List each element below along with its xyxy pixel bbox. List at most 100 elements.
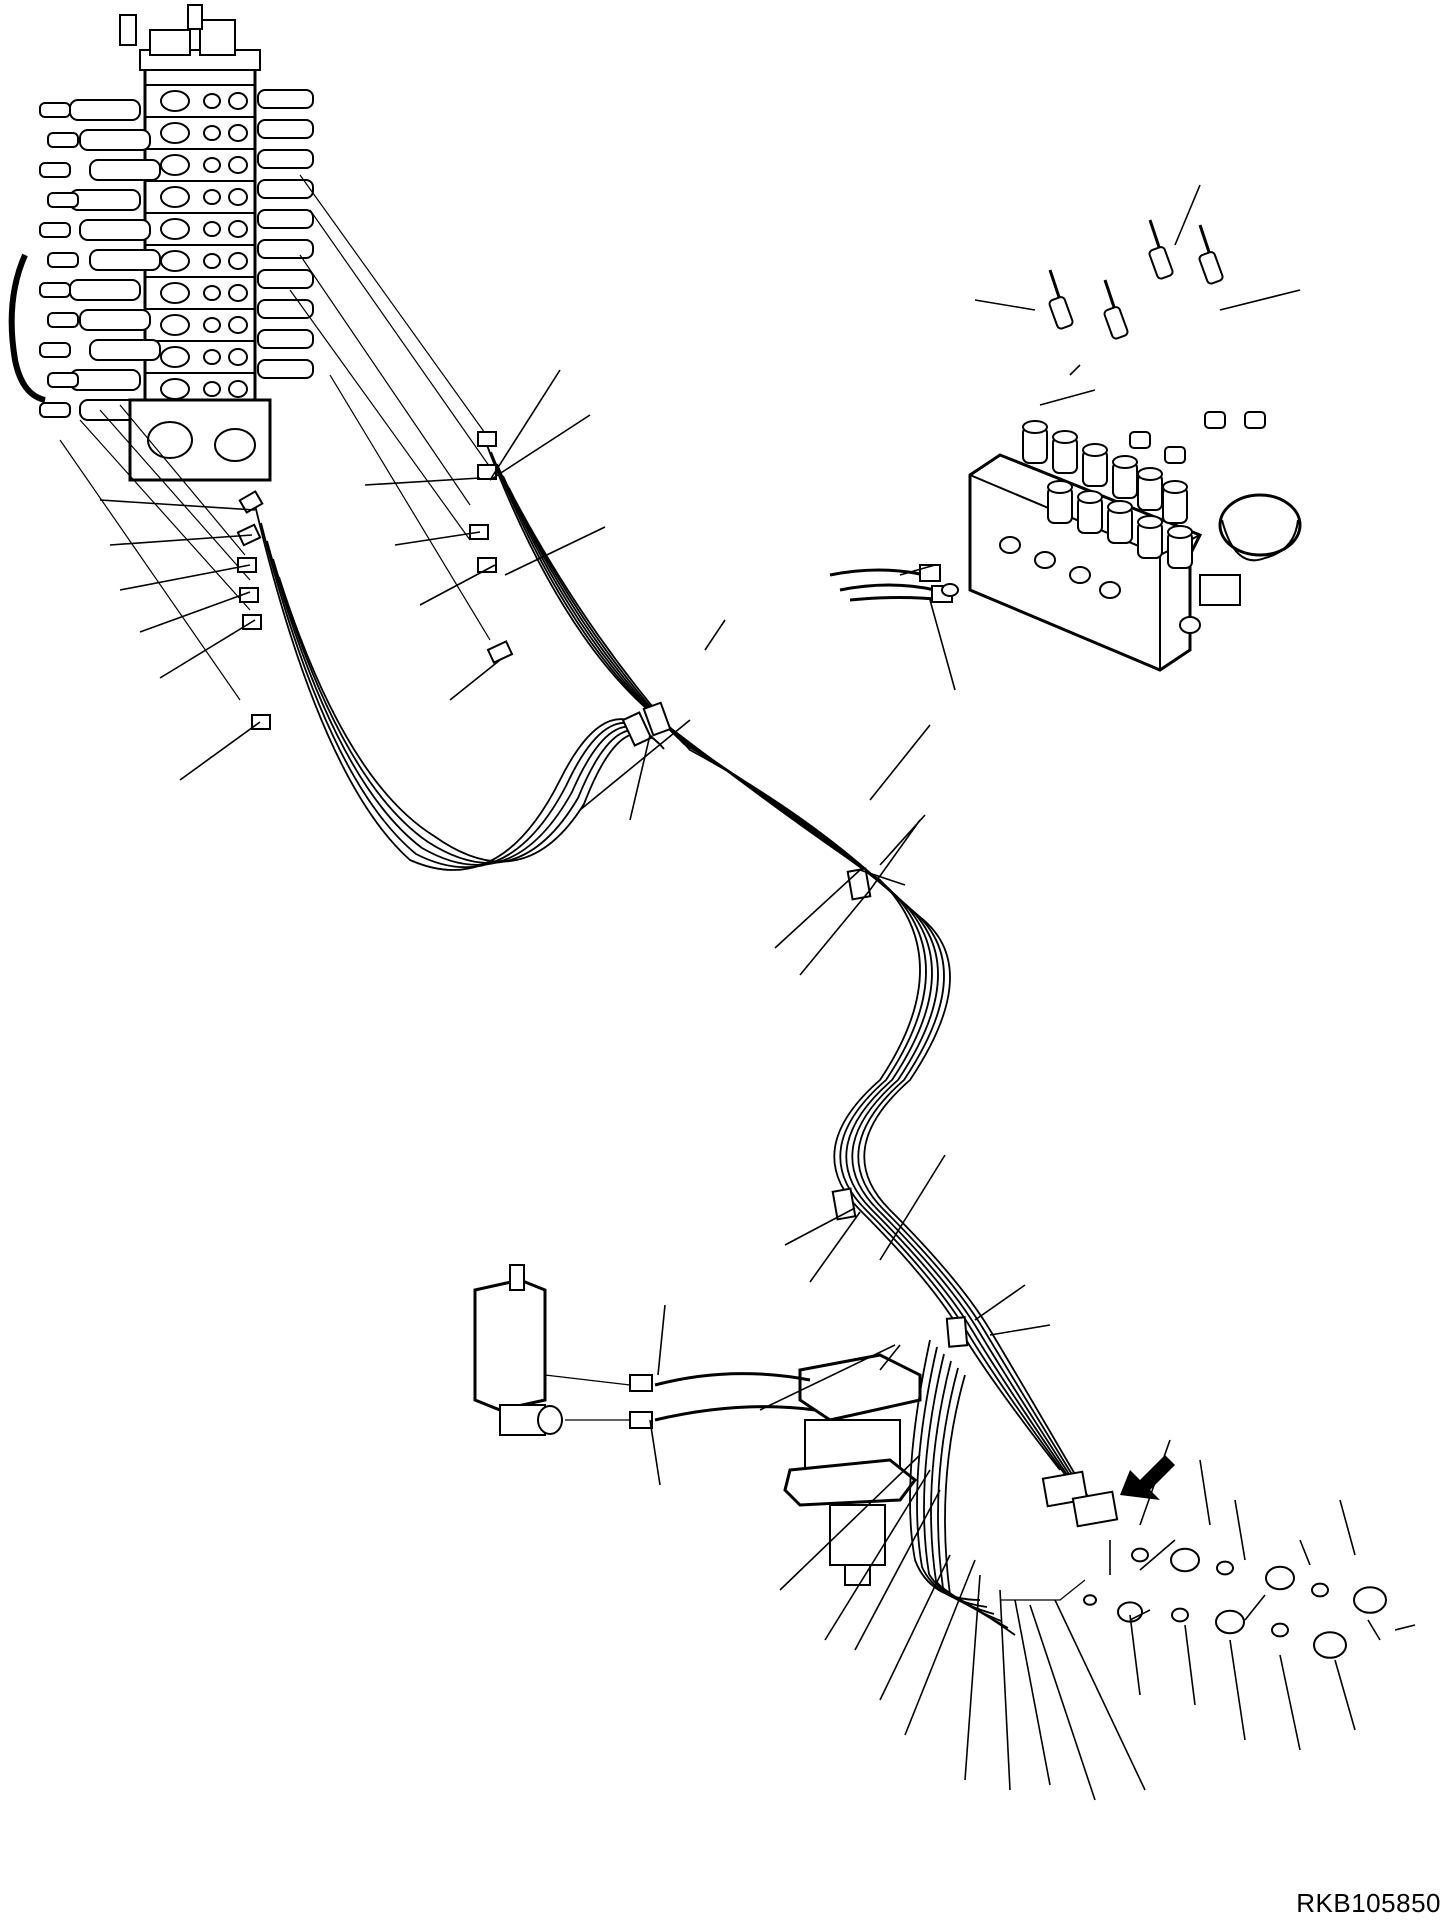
leader-line [999,1589,1011,1791]
valve-port [160,378,190,400]
valve-side-fitting [257,179,314,199]
leader-line [449,659,501,701]
valve-side-fitting [89,339,161,361]
leader-line [904,1559,976,1736]
hose-bundle [254,439,1091,1501]
leader-line [1129,1614,1141,1696]
hose-line [260,522,647,869]
view-direction-arrow-icon [1120,1455,1175,1500]
valve-port [228,92,248,110]
fitting [1083,1594,1097,1606]
ppc-valve [473,1264,653,1436]
leader-line [879,1154,946,1261]
fitting [1271,1622,1289,1638]
leader-line [1014,1599,1051,1786]
leader-line [119,564,251,591]
leader-line [419,564,496,606]
valve-side-fitting [257,359,314,379]
fitting [1171,1607,1189,1623]
valve-side-fitting [39,222,71,238]
valve-side-fitting [47,372,79,388]
valve-port [203,125,221,141]
valve-port [160,250,190,272]
valve-port [203,157,221,173]
valve-side-fitting [39,162,71,178]
leader-line [1054,1599,1146,1791]
leader-line [1219,289,1301,311]
leader-line [1199,1459,1211,1526]
leader-line [1174,184,1201,246]
leader-line [854,1489,941,1651]
valve-side-fitting [39,282,71,298]
hose-line [496,463,1073,1483]
valve-port [203,221,221,237]
leader-line [1339,1499,1356,1556]
leader-line [1367,1619,1381,1641]
fitting [1353,1586,1387,1614]
valve-port [160,122,190,144]
valve-side-fitting [89,159,161,181]
valve-port [203,253,221,269]
electrical-connector [1048,296,1074,330]
leader-line [869,819,921,891]
leader-line [99,499,256,511]
leader-line [1229,1639,1246,1741]
leader-line [809,1211,861,1283]
valve-side-fitting [47,192,79,208]
leader-line [1069,364,1081,376]
leader-line [394,531,481,546]
leader-line [784,1207,856,1246]
leader-line [759,1344,896,1411]
valve-port [228,316,248,334]
leader-line [1299,1539,1311,1566]
leader-line [1139,1439,1171,1526]
leader-line [1244,1594,1266,1621]
solenoid-cap [1107,500,1133,514]
leader-line [1279,1654,1301,1751]
valve-side-fitting [39,102,71,118]
valve-side-fitting [79,309,151,331]
leader-line [869,724,931,801]
valve-port [160,282,190,304]
valve-port [160,218,190,240]
leader-line [1394,1624,1416,1631]
leader-line [824,1469,931,1641]
leader-line [774,869,861,949]
solenoid-cap [1077,490,1103,504]
valve-port [160,90,190,112]
solenoid-cap [1162,480,1188,494]
valve-connection-lines [59,174,493,701]
valve-port [160,346,190,368]
valve-side-fitting [69,99,141,121]
hose-line [944,1374,1016,1636]
callout-leader-lines [99,184,1416,1801]
valve-port [228,188,248,206]
travel-pedal-valve [654,1353,922,1586]
valve-port [203,189,221,205]
leader-line [929,599,956,691]
valve-side-fitting [47,132,79,148]
figure-code: RKB105850 [1296,1888,1441,1918]
hose-line [254,504,641,871]
solenoid-cap [1137,467,1163,481]
leader-line [779,1454,921,1591]
valve-side-fitting [257,119,314,139]
valve-side-fitting [69,279,141,301]
valve-port [228,252,248,270]
valve-side-fitting [257,239,314,259]
leader-line [964,1574,981,1781]
leader-line [1029,1604,1096,1801]
valve-side-fitting [89,249,161,271]
solenoid-cap [1022,420,1048,434]
leader-line [489,369,561,481]
valve-port [228,284,248,302]
leader-line [139,591,251,633]
leader-line [159,619,256,679]
wire [1103,279,1117,311]
solenoid-valve-block [829,219,1302,672]
leader-line [1039,389,1096,406]
leader-line [799,889,871,976]
fitting [1170,1547,1200,1573]
valve-port [228,348,248,366]
